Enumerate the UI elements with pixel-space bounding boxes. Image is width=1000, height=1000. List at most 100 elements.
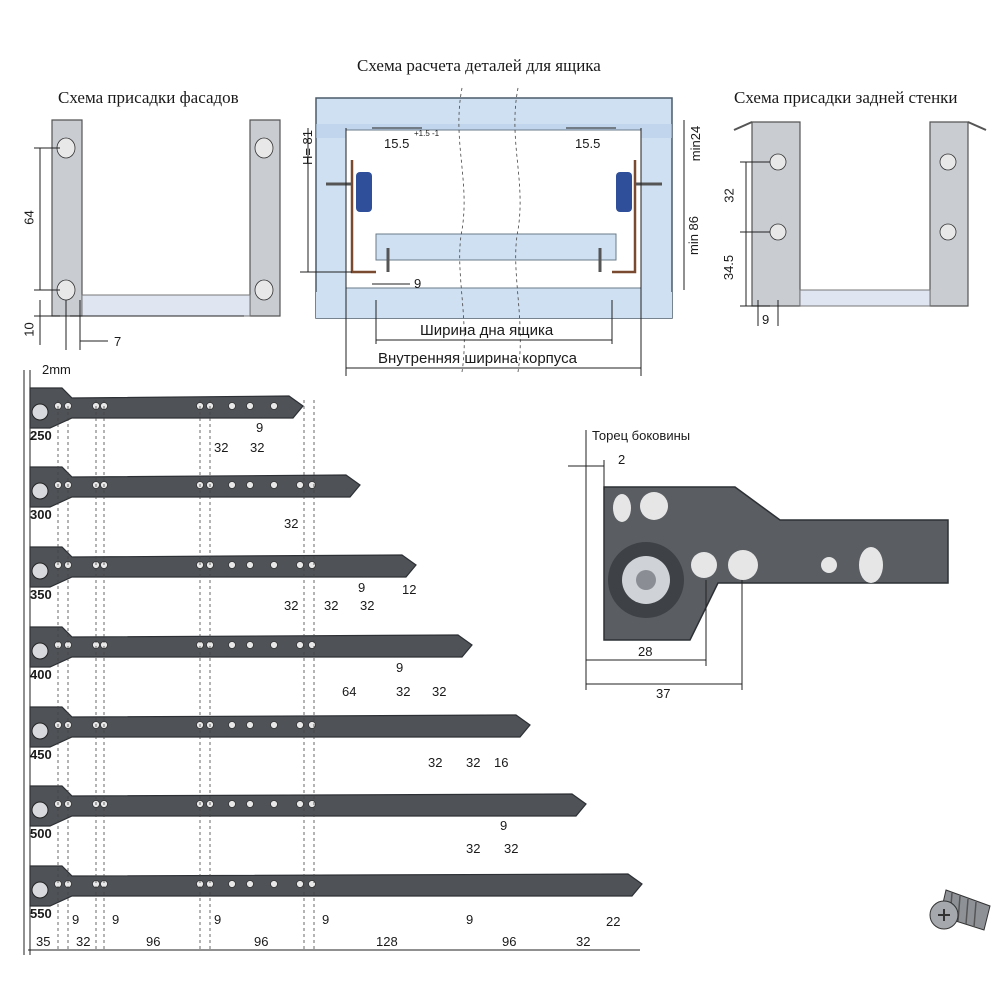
backwall-bracket <box>733 121 987 326</box>
dim-34-5: 34.5 <box>721 254 737 281</box>
dim-h: H= 81 <box>300 129 316 166</box>
dim-9: 9 <box>762 312 770 327</box>
rail-hole <box>228 481 236 489</box>
rail-hole <box>246 402 254 410</box>
dim-detail-2: 2 <box>618 452 626 467</box>
rail-dimension: 9 <box>322 912 330 927</box>
dim-7: 7 <box>114 334 122 349</box>
rail-400 <box>29 626 473 668</box>
dim-detail-37: 37 <box>656 686 671 701</box>
rail-hole <box>270 481 278 489</box>
rail-hole <box>228 641 236 649</box>
rails-group <box>23 370 643 955</box>
rail-hole <box>270 880 278 888</box>
rail-length-450: 450 <box>30 747 52 762</box>
rail-wheel-300 <box>31 482 49 500</box>
dim-32: 32 <box>721 188 737 203</box>
rail-dimension: 32 <box>466 841 481 856</box>
rail-hole <box>228 721 236 729</box>
rail-300 <box>29 466 361 508</box>
rail-hole <box>246 800 254 808</box>
dim-10: 10 <box>21 322 37 337</box>
rail-dimension: 96 <box>254 934 269 949</box>
rail-body-350 <box>29 546 417 588</box>
euro-screw <box>929 889 991 931</box>
rail-hole <box>308 641 316 649</box>
rail-wheel-250 <box>31 403 49 421</box>
facade-bracket <box>34 119 281 350</box>
rail-dimension: 96 <box>502 934 517 949</box>
rail-hole <box>270 641 278 649</box>
rail-dimension: 9 <box>256 420 264 435</box>
rail-dimension: 32 <box>504 841 519 856</box>
rail-hole <box>228 800 236 808</box>
rail-hole <box>308 481 316 489</box>
dim-detail-28: 28 <box>638 644 653 659</box>
rail-length-550: 550 <box>30 906 52 921</box>
title-backwall: Схема присадки задней стенки <box>734 88 958 107</box>
rail-dimension: 32 <box>76 934 91 949</box>
rail-dimension: 9 <box>396 660 404 675</box>
rail-body-250 <box>29 387 304 429</box>
rail-dimension: 96 <box>146 934 161 949</box>
label-end-face: Торец боковины <box>592 428 691 443</box>
dim-screw: 9 <box>414 276 422 291</box>
drawer-section <box>300 87 685 376</box>
rail-hole <box>308 800 316 808</box>
rail-wheel-500 <box>31 801 49 819</box>
dim-right-offset: 15.5 <box>575 136 601 151</box>
rail-dimension: 32 <box>576 934 591 949</box>
rail-dimension: 9 <box>112 912 120 927</box>
rail-length-500: 500 <box>30 826 52 841</box>
rail-dimension: 35 <box>36 934 51 949</box>
rail-hole <box>308 880 316 888</box>
rail-dimension: 9 <box>466 912 474 927</box>
rail-hole <box>246 721 254 729</box>
rail-hole <box>228 402 236 410</box>
rail-dimension: 16 <box>494 755 509 770</box>
rail-500 <box>29 785 587 827</box>
rail-dimension: 9 <box>214 912 222 927</box>
rail-dimension: 32 <box>324 598 339 613</box>
rail-hole <box>296 880 304 888</box>
rail-dimension: 32 <box>466 755 481 770</box>
rail-dimension: 12 <box>402 582 417 597</box>
dim-tolerance: +1.5 -1 <box>414 129 440 138</box>
rail-550 <box>29 865 643 907</box>
rail-dimension: 32 <box>360 598 375 613</box>
rail-body-450 <box>29 706 531 748</box>
label-bottom-width: Ширина дна ящика <box>420 322 554 339</box>
rail-dimension: 32 <box>250 440 265 455</box>
rail-hole <box>296 561 304 569</box>
rail-length-250: 250 <box>30 428 52 443</box>
rail-hole <box>270 800 278 808</box>
dim-min-side: min 86 <box>686 215 702 256</box>
rail-dimension: 32 <box>432 684 447 699</box>
label-2mm: 2mm <box>42 362 71 377</box>
rail-body-500 <box>29 785 587 827</box>
rail-250 <box>29 387 304 429</box>
rail-dimension: 9 <box>72 912 80 927</box>
rail-dimension: 32 <box>284 516 299 531</box>
rail-hole <box>296 641 304 649</box>
dim-64: 64 <box>21 210 37 225</box>
rail-dimension: 32 <box>428 755 443 770</box>
rail-hole <box>246 561 254 569</box>
rail-length-400: 400 <box>30 667 52 682</box>
rail-hole <box>308 721 316 729</box>
rail-dimension: 32 <box>284 598 299 613</box>
rail-body-300 <box>29 466 361 508</box>
rail-end-detail <box>568 430 949 690</box>
rail-length-300: 300 <box>30 507 52 522</box>
rail-dimension: 64 <box>342 684 357 699</box>
rail-hole <box>270 402 278 410</box>
rail-dimension: 22 <box>606 914 621 929</box>
dim-left-offset: 15.5 <box>384 136 410 151</box>
rail-wheel-550 <box>31 881 49 899</box>
title-facade: Схема присадки фасадов <box>58 88 239 107</box>
rail-hole <box>246 641 254 649</box>
rail-dimension: 32 <box>396 684 411 699</box>
rail-hole <box>246 481 254 489</box>
